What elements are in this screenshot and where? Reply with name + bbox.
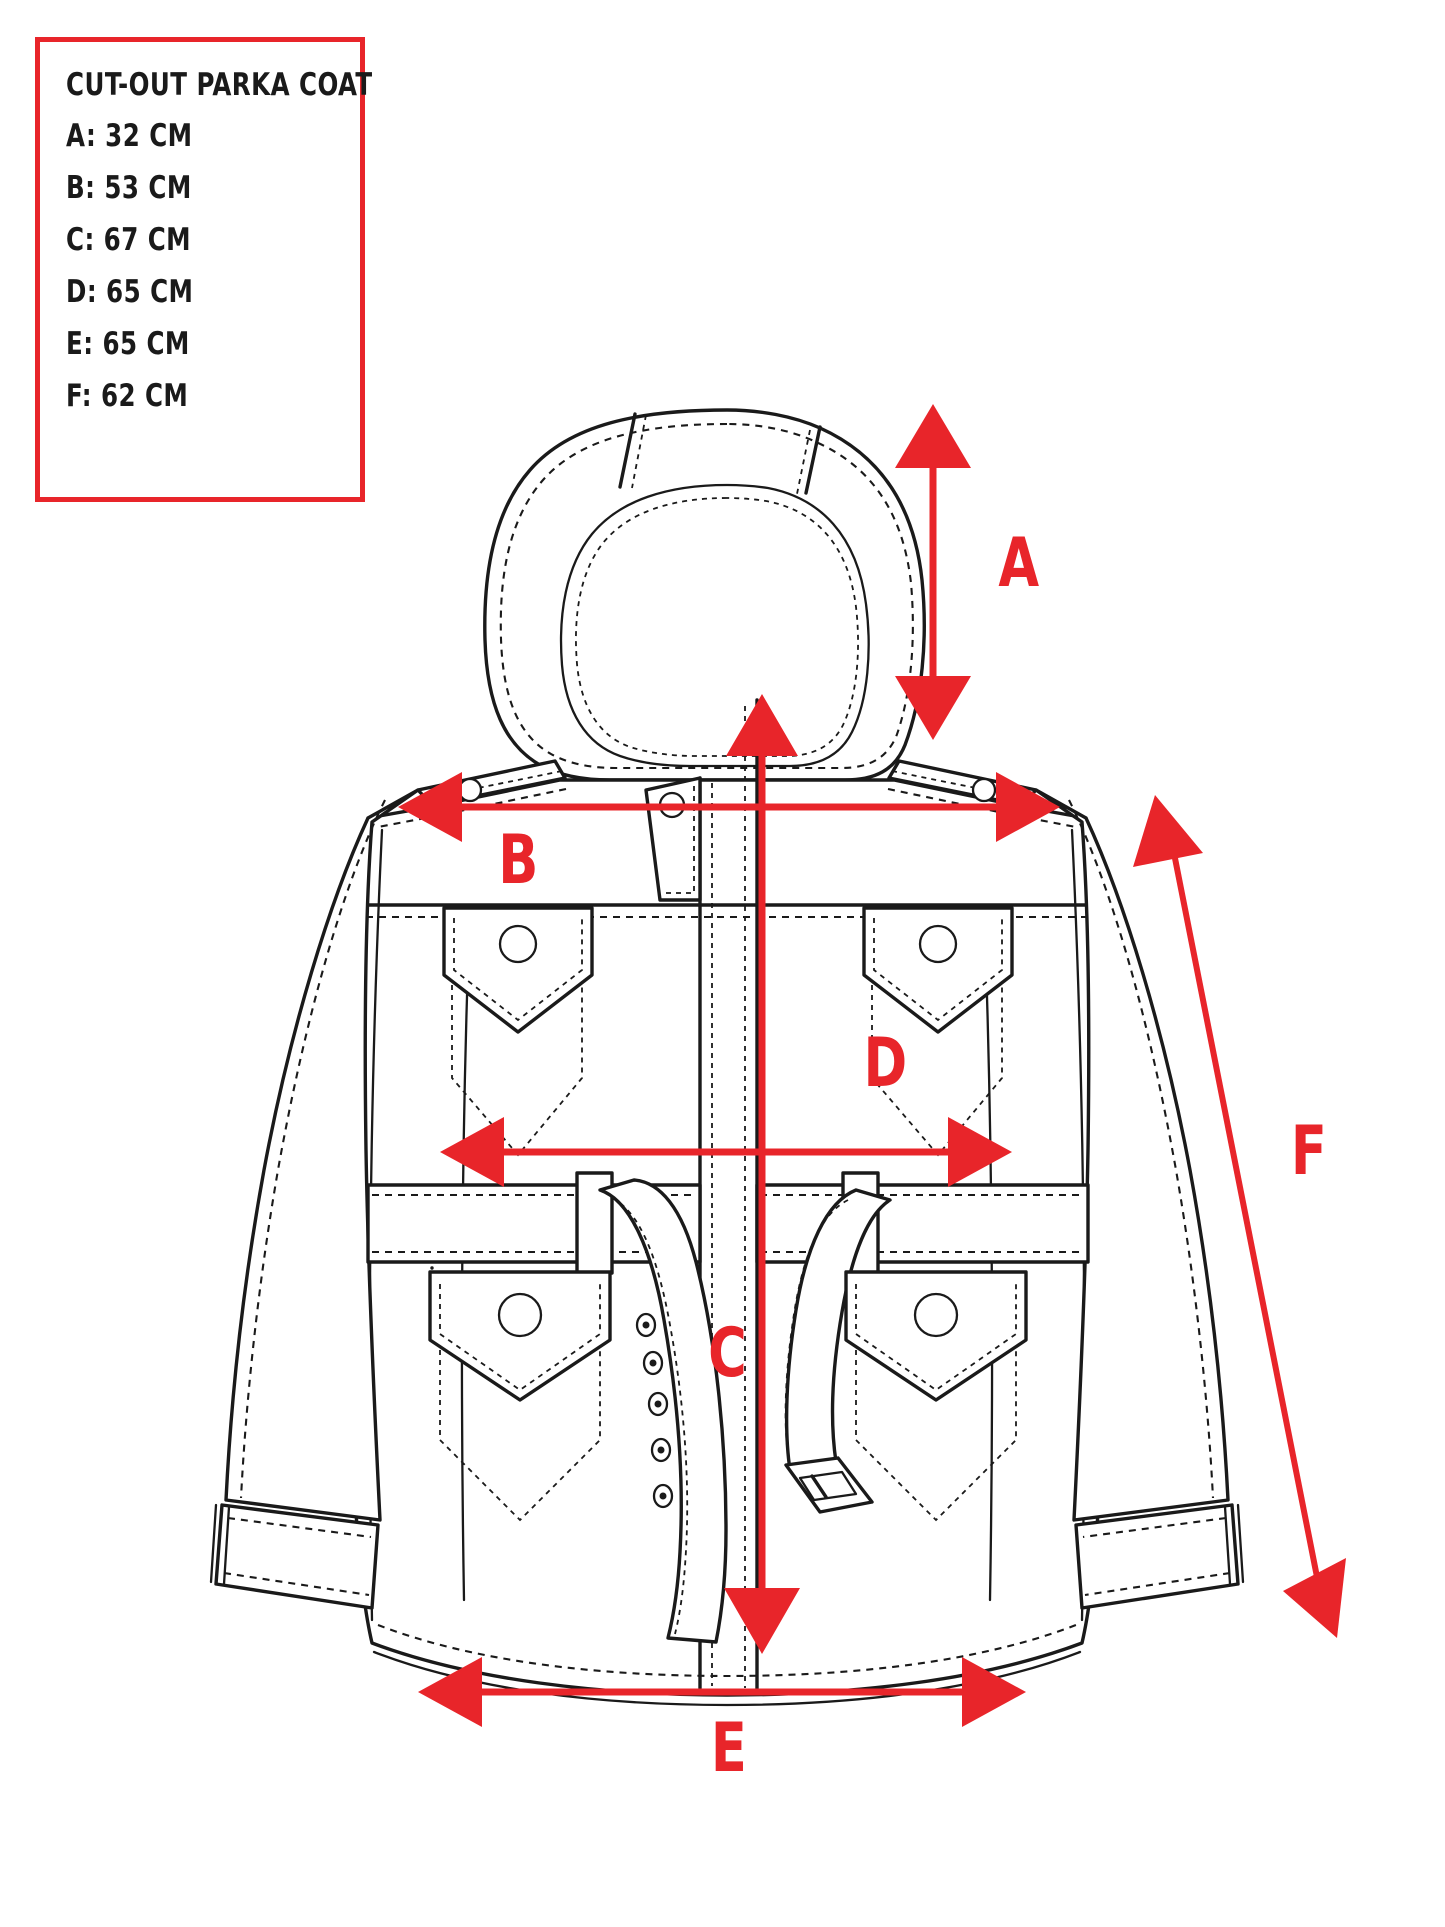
legend-row-e: E: 65 CM: [66, 326, 190, 362]
dimension-label-f: F: [1290, 1112, 1327, 1191]
hood: [483, 408, 926, 782]
legend-row-b: B: 53 CM: [66, 170, 192, 206]
dimension-arrow-a: [895, 404, 971, 740]
sleeve-left: [209, 788, 420, 1610]
dimension-arrow-f: [1133, 795, 1346, 1638]
legend-row-a: A: 32 CM: [66, 118, 193, 154]
dimension-arrow-e: [418, 1657, 1026, 1727]
lower-pocket-left: [428, 1266, 612, 1522]
dimension-arrow-d: [440, 1117, 1012, 1187]
legend-title: CUT-OUT PARKA COAT: [66, 67, 373, 103]
chest-pocket-left: [442, 906, 594, 1157]
legend-row-d: D: 65 CM: [66, 274, 194, 310]
dimension-label-e: E: [710, 1709, 747, 1788]
legend-row-c: C: 67 CM: [66, 222, 192, 258]
dimension-label-d: D: [863, 1024, 908, 1103]
lower-pocket-right: [844, 1270, 1028, 1522]
dimension-arrow-c: [724, 694, 800, 1654]
chest-pocket-right: [862, 906, 1014, 1157]
measurement-legend: CUT-OUT PARKA COAT A: 32 CM B: 53 CM C: …: [35, 37, 373, 502]
dimension-arrow-b: [398, 772, 1060, 842]
dimension-label-c: C: [708, 1314, 747, 1393]
legend-row-f: F: 62 CM: [66, 378, 189, 414]
hem-topstitch: [377, 1624, 1077, 1678]
dimension-label-b: B: [498, 821, 539, 900]
dimension-label-a: A: [998, 524, 1040, 603]
sleeve-right: [1034, 788, 1245, 1610]
